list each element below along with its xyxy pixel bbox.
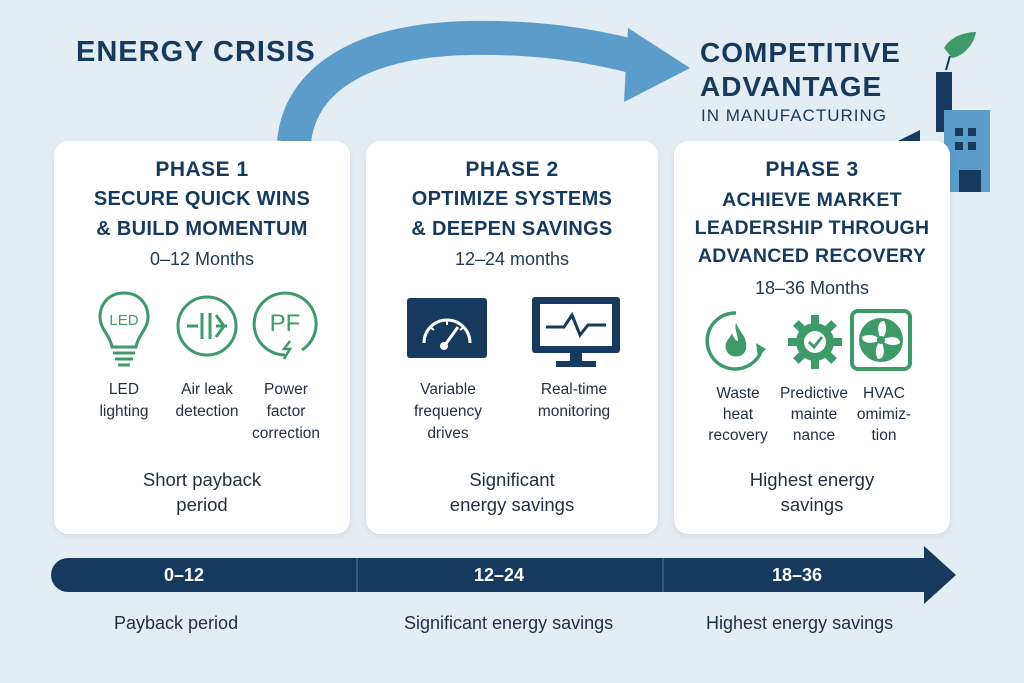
item-real-time-monitoring: Real-time monitoring <box>522 379 626 423</box>
item-line: heat <box>722 406 754 423</box>
led-glyph: LED <box>109 312 138 329</box>
phase-3-card: PHASE 3 ACHIEVE MARKET LEADERSHIP THROUG… <box>674 141 950 534</box>
energy-crisis-title: ENERGY CRISIS <box>76 36 316 68</box>
heading-line: ADVANCED RECOVERY <box>697 245 927 267</box>
heading-line: & DEEPEN SAVINGS <box>411 218 613 240</box>
heading-line: & BUILD MOMENTUM <box>96 218 308 240</box>
item-line: LED <box>108 381 140 398</box>
monitor-icon <box>532 297 620 367</box>
pf-glyph: PF <box>270 310 301 337</box>
item-line: Waste <box>716 385 760 402</box>
summary-line: savings <box>780 494 844 515</box>
waste-heat-icon <box>705 311 766 371</box>
phase-label: PHASE 1 <box>155 158 249 181</box>
power-factor-icon: PF <box>252 291 318 360</box>
gear-icon <box>788 315 842 369</box>
phase-duration: 12–24 months <box>454 249 570 269</box>
competitive-advantage-title: COMPETITIVE ADVANTAGE <box>700 36 901 104</box>
manufacturing-subtitle: IN MANUFACTURING <box>701 106 887 125</box>
item-led-lighting: LED lighting <box>84 379 164 423</box>
item-line: Real-time <box>540 381 608 398</box>
phase-heading: SECURE QUICK WINS & BUILD MOMENTUM <box>54 184 350 244</box>
item-predictive-maintenance: Predictive mainte nance <box>774 383 854 446</box>
item-line: tion <box>871 427 897 444</box>
phase-heading: OPTIMIZE SYSTEMS & DEEPEN SAVINGS <box>366 184 658 244</box>
heading-line: LEADERSHIP THROUGH <box>694 217 930 239</box>
phase-label: PHASE 2 <box>465 158 559 181</box>
phase-duration: 18–36 Months <box>754 278 870 298</box>
item-variable-frequency: Variable frequency drives <box>398 379 498 445</box>
gauge-icon <box>407 298 487 358</box>
timeline-label-3: 18–36 <box>772 565 823 585</box>
led-bulb-icon: LED <box>98 291 150 367</box>
timeline-label-2: 12–24 <box>474 565 525 585</box>
phase-summary: Highest energy savings <box>674 467 950 517</box>
timeline-label-1: 0–12 <box>164 565 205 585</box>
summary-line: Highest energy <box>749 469 875 490</box>
title-line-1: COMPETITIVE <box>700 37 901 68</box>
phase-1-card: PHASE 1 SECURE QUICK WINS & BUILD MOMENT… <box>54 141 350 534</box>
item-line: mainte <box>790 406 838 423</box>
title-line-2: ADVANTAGE <box>700 71 883 102</box>
air-leak-icon <box>176 295 238 357</box>
bottom-label-2: Significant energy savings <box>404 613 614 633</box>
item-line: factor <box>266 403 306 420</box>
item-line: Predictive <box>779 385 849 402</box>
item-air-leak: Air leak detection <box>164 379 250 423</box>
item-line: nance <box>792 427 836 444</box>
item-line: Variable <box>420 381 476 398</box>
phase-heading: ACHIEVE MARKET LEADERSHIP THROUGH ADVANC… <box>674 186 950 270</box>
summary-line: Significant <box>469 469 555 490</box>
heading-line: OPTIMIZE SYSTEMS <box>411 188 613 210</box>
phase-duration: 0–12 Months <box>149 249 255 269</box>
item-line: drives <box>427 425 469 442</box>
summary-line: energy savings <box>449 494 575 515</box>
item-hvac-optimization: HVAC omimiz- tion <box>846 383 922 446</box>
phase-summary: Short payback period <box>54 467 350 517</box>
fan-icon <box>850 309 912 371</box>
phase-summary: Significant energy savings <box>366 467 658 517</box>
bottom-label-3: Highest energy savings <box>706 613 894 633</box>
item-power-factor: Power factor correction <box>242 379 330 445</box>
item-line: HVAC <box>863 385 905 402</box>
item-line: lighting <box>99 403 149 420</box>
heading-line: ACHIEVE MARKET <box>722 189 902 211</box>
phase-label: PHASE 3 <box>765 158 859 181</box>
summary-line: Short payback <box>142 469 262 490</box>
item-line: Air leak <box>181 381 233 398</box>
item-waste-heat: Waste heat recovery <box>696 383 780 446</box>
item-line: correction <box>251 425 321 442</box>
item-line: frequency <box>413 403 483 420</box>
item-line: recovery <box>708 427 768 444</box>
item-line: Power <box>264 381 308 398</box>
item-line: monitoring <box>537 403 611 420</box>
heading-line: SECURE QUICK WINS <box>93 188 311 210</box>
summary-line: period <box>176 494 228 515</box>
bottom-label-1: Payback period <box>114 613 239 633</box>
phase-2-card: PHASE 2 OPTIMIZE SYSTEMS & DEEPEN SAVING… <box>366 141 658 534</box>
item-line: detection <box>175 403 239 420</box>
item-line: omimiz- <box>856 406 912 423</box>
